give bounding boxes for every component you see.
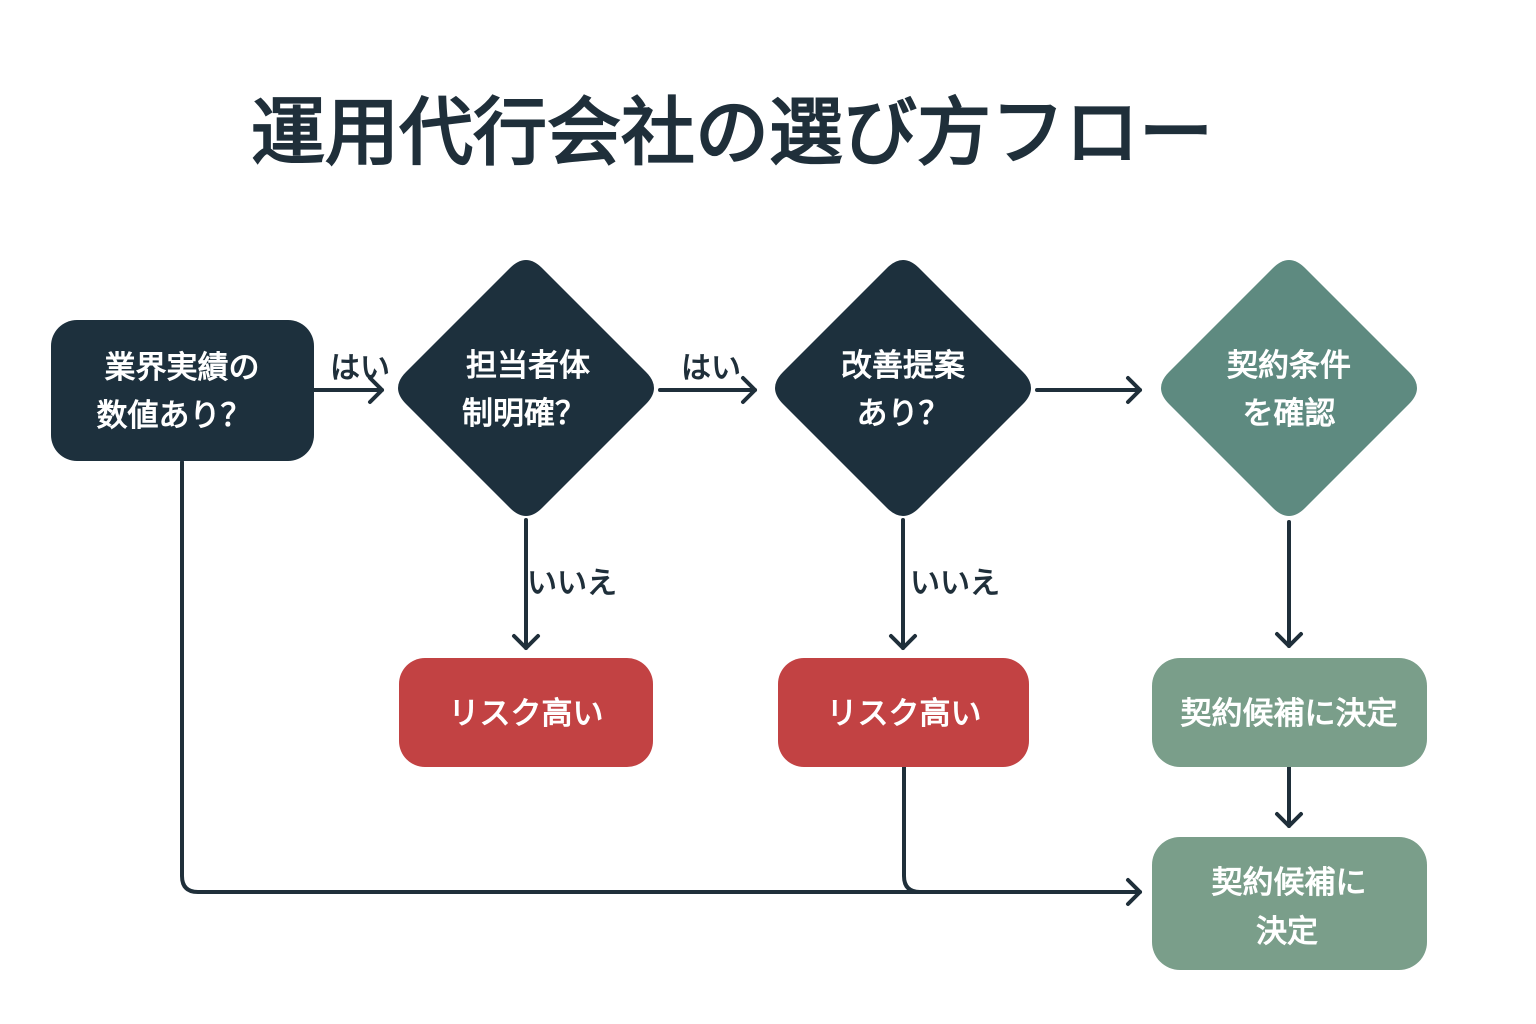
arrow-q4-candidate1 — [1275, 632, 1303, 648]
node-q4: 契約条件 を確認 — [1161, 260, 1417, 516]
node-risk2-shape — [778, 658, 1029, 767]
node-q4-shape — [1161, 260, 1417, 516]
node-q2-line-2: 制明確？ — [462, 396, 586, 432]
page-title: 運用代行会社の選び方フロー — [251, 90, 1213, 176]
arrow-q2-risk1 — [512, 634, 540, 650]
node-q1-line-1: 業界実績の — [105, 350, 260, 386]
arrow-q1-q2 — [368, 376, 384, 404]
edge-q1-candidate2 — [180, 460, 1142, 894]
arrow-to-candidate2 — [1126, 878, 1142, 906]
node-risk2: リスク高い — [778, 658, 1029, 767]
arrow-q3-risk2 — [889, 634, 917, 650]
node-q1-line-2: 数値あり？ — [97, 398, 252, 434]
node-q4-line-2: を確認 — [1243, 396, 1336, 432]
edge-label-yes-1: はい — [330, 351, 390, 386]
node-risk1-shape — [399, 658, 653, 767]
arrow-q3-q4 — [1126, 376, 1142, 404]
edge-risk2-candidate2 — [902, 765, 922, 894]
node-candidate2-line-1: 契約候補に — [1212, 865, 1367, 901]
node-candidate2-shape — [1152, 837, 1427, 970]
node-risk1-label: リスク高い — [449, 696, 604, 732]
arrow-q2-q3 — [741, 376, 757, 404]
node-q3-line-1: 改善提案 — [841, 348, 966, 384]
node-q2-shape — [398, 260, 654, 516]
node-candidate1-shape — [1152, 658, 1427, 767]
node-q3: 改善提案 あり？ — [775, 260, 1031, 516]
node-q3-shape — [775, 260, 1031, 516]
edge-label-yes-2: はい — [681, 351, 741, 386]
node-q1-shape — [51, 320, 314, 461]
node-risk2-label: リスク高い — [827, 696, 982, 732]
node-candidate1: 契約候補に決定 — [1152, 658, 1427, 767]
arrow-candidate1-candidate2 — [1275, 812, 1303, 828]
connectors — [180, 376, 1303, 906]
node-q2: 担当者体 制明確？ — [398, 260, 654, 516]
node-candidate1-label: 契約候補に決定 — [1181, 696, 1398, 732]
node-q3-line-2: あり？ — [857, 396, 950, 432]
node-candidate2-line-2: 決定 — [1256, 914, 1318, 950]
node-candidate2: 契約候補に 決定 — [1152, 837, 1427, 970]
node-q1: 業界実績の 数値あり？ — [51, 320, 314, 461]
edge-label-no-2: いいえ — [910, 566, 1000, 601]
edge-label-no-1: いいえ — [527, 566, 617, 601]
node-q2-line-1: 担当者体 — [466, 348, 590, 384]
node-q4-line-1: 契約条件 — [1227, 348, 1351, 384]
node-risk1: リスク高い — [399, 658, 653, 767]
